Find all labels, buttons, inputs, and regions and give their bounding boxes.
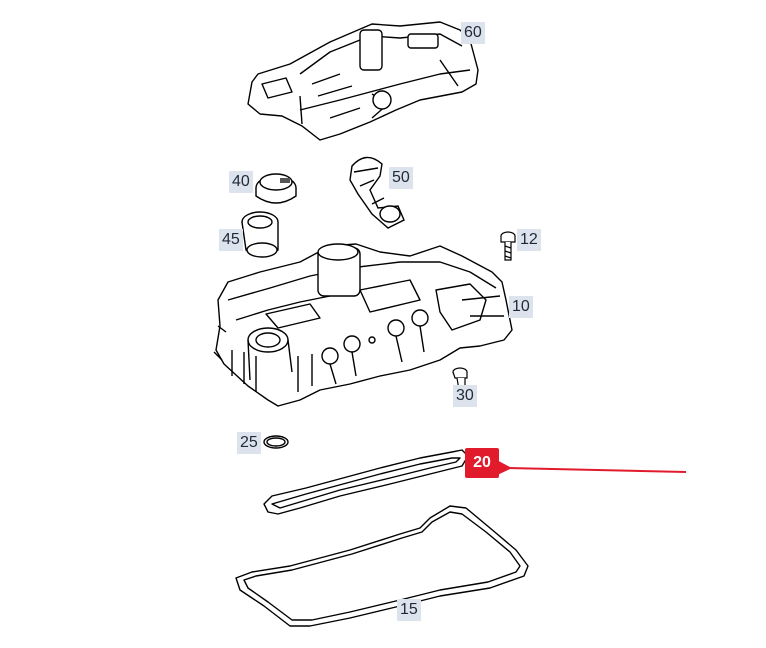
part-50-breather-hose[interactable] — [349, 156, 405, 229]
callout-60[interactable]: 60 — [461, 22, 485, 44]
part-10-cylinder-head-cover[interactable] — [213, 243, 513, 407]
part-40-oil-cap[interactable] — [255, 173, 297, 204]
callout-45[interactable]: 45 — [219, 229, 243, 251]
callout-25[interactable]: 25 — [237, 432, 261, 454]
callout-15[interactable]: 15 — [397, 599, 421, 621]
part-20-gasket[interactable] — [263, 449, 469, 515]
callout-50[interactable]: 50 — [389, 167, 413, 189]
part-60-engine-cover[interactable] — [247, 21, 479, 141]
callout-30[interactable]: 30 — [453, 385, 477, 407]
highlight-arrow — [491, 457, 687, 478]
part-15-lower-gasket[interactable] — [235, 505, 529, 627]
part-45-filler-seal[interactable] — [241, 211, 279, 258]
callout-20-highlighted[interactable]: 20 — [465, 448, 499, 478]
callout-10[interactable]: 10 — [509, 296, 533, 318]
part-12-bolt[interactable] — [500, 231, 516, 261]
callout-12[interactable]: 12 — [517, 229, 541, 251]
callout-40[interactable]: 40 — [229, 171, 253, 193]
part-25-o-ring[interactable] — [263, 435, 289, 449]
